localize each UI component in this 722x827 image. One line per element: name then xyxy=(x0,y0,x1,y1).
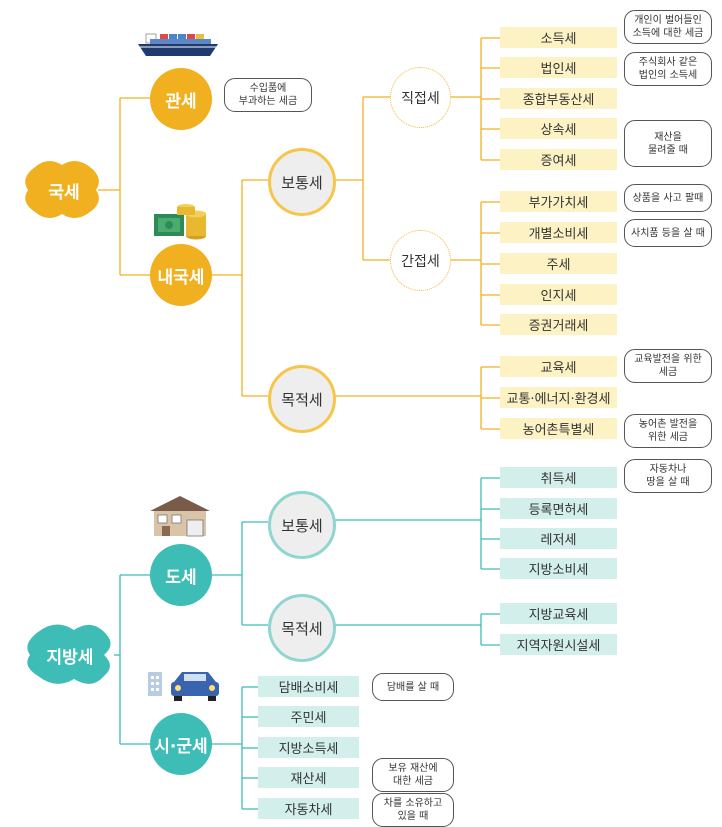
national-purpose-tax-node: 목적세 xyxy=(268,365,336,433)
tax-item: 증여세 xyxy=(500,149,617,170)
tax-item: 소득세 xyxy=(500,27,617,48)
tax-item: 교통·에너지·환경세 xyxy=(500,387,617,408)
tax-item: 교육세 xyxy=(500,356,617,377)
city-county-tax-node: 시·군세 xyxy=(150,713,212,775)
house-icon xyxy=(150,496,210,537)
tax-item: 자동차세 xyxy=(258,798,359,819)
tax-item: 법인세 xyxy=(500,57,617,78)
note-excise-tax: 사치품 등을 살 때 xyxy=(624,219,712,247)
tax-item: 부가가치세 xyxy=(500,191,617,212)
tax-item: 지방소득세 xyxy=(258,737,359,758)
national-general-tax-node: 보통세 xyxy=(268,148,336,216)
cargo-ship-icon xyxy=(138,33,218,56)
tax-item: 상속세 xyxy=(500,118,617,139)
local-tax-bubble-shape xyxy=(27,624,111,684)
national-tax-bubble-shape xyxy=(25,160,99,219)
tax-item: 지방소비세 xyxy=(500,558,617,579)
local-general-tax-node: 보통세 xyxy=(268,491,336,559)
tax-item: 지역자원시설세 xyxy=(500,634,617,655)
tax-item: 증권거래세 xyxy=(500,314,617,335)
tax-item: 담배소비세 xyxy=(258,676,359,697)
province-tax-node: 도세 xyxy=(150,544,212,606)
bubble-national xyxy=(25,160,99,219)
building-car-icon xyxy=(148,672,219,701)
tax-item: 주세 xyxy=(500,253,617,274)
note-tobacco-tax: 담배를 살 때 xyxy=(372,673,454,701)
indirect-tax-node: 간접세 xyxy=(390,230,451,291)
tax-item: 재산세 xyxy=(258,767,359,788)
connector-lines xyxy=(98,37,500,810)
direct-tax-node: 직접세 xyxy=(390,67,451,128)
national-tax-label: 국세 xyxy=(48,182,80,203)
tax-item: 농어촌특별세 xyxy=(500,418,617,439)
internal-tax-node: 내국세 xyxy=(150,244,212,306)
tax-item: 레저세 xyxy=(500,528,617,549)
tax-item: 인지세 xyxy=(500,284,617,305)
note-vat: 상품을 사고 팔때 xyxy=(624,184,712,212)
tax-item: 취득세 xyxy=(500,467,617,488)
tax-item: 종합부동산세 xyxy=(500,88,617,109)
tax-item: 개별소비세 xyxy=(500,222,617,243)
customs-duty-node: 관세 xyxy=(150,68,212,130)
tax-item: 주민세 xyxy=(258,706,359,727)
money-stack-icon xyxy=(154,204,206,240)
local-purpose-tax-node: 목적세 xyxy=(268,594,336,662)
tax-item: 등록면허세 xyxy=(500,498,617,519)
bubble-local xyxy=(27,624,111,684)
tax-item: 지방교육세 xyxy=(500,603,617,624)
local-tax-label: 지방세 xyxy=(46,647,94,668)
